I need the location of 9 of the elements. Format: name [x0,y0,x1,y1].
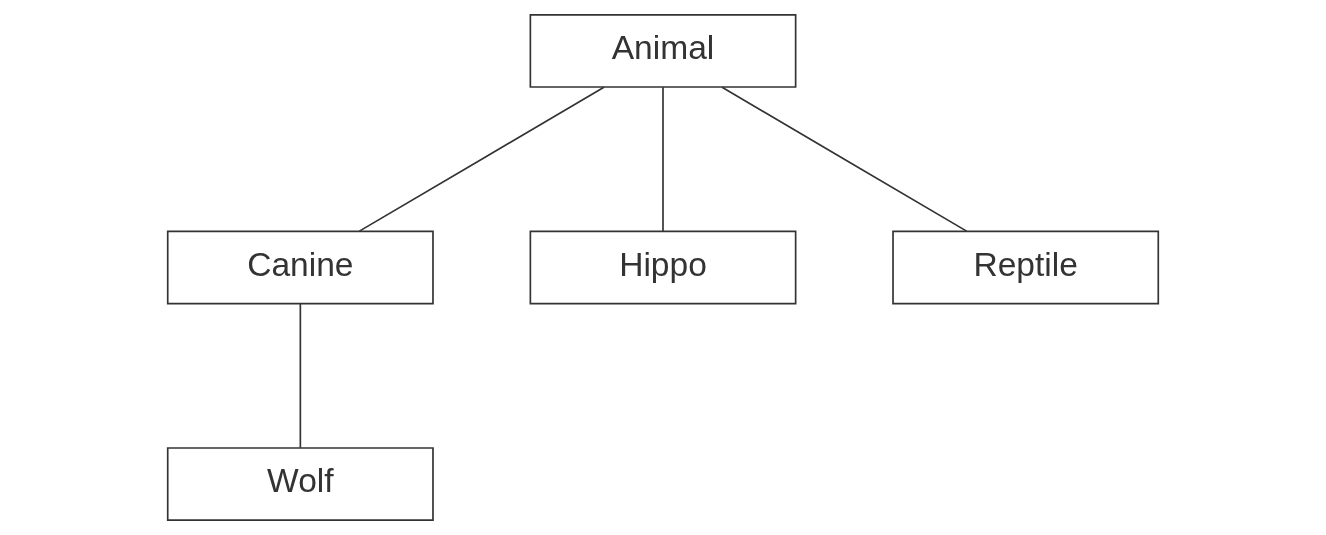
connector [721,86,968,232]
node-box: Canine [166,230,434,305]
connector [358,86,605,232]
node-box: Wolf [166,447,434,521]
connector [299,303,302,449]
node-box: Hippo [529,230,797,305]
node-box: Reptile [892,230,1160,305]
node-box: Animal [529,14,797,88]
connector [662,86,664,232]
